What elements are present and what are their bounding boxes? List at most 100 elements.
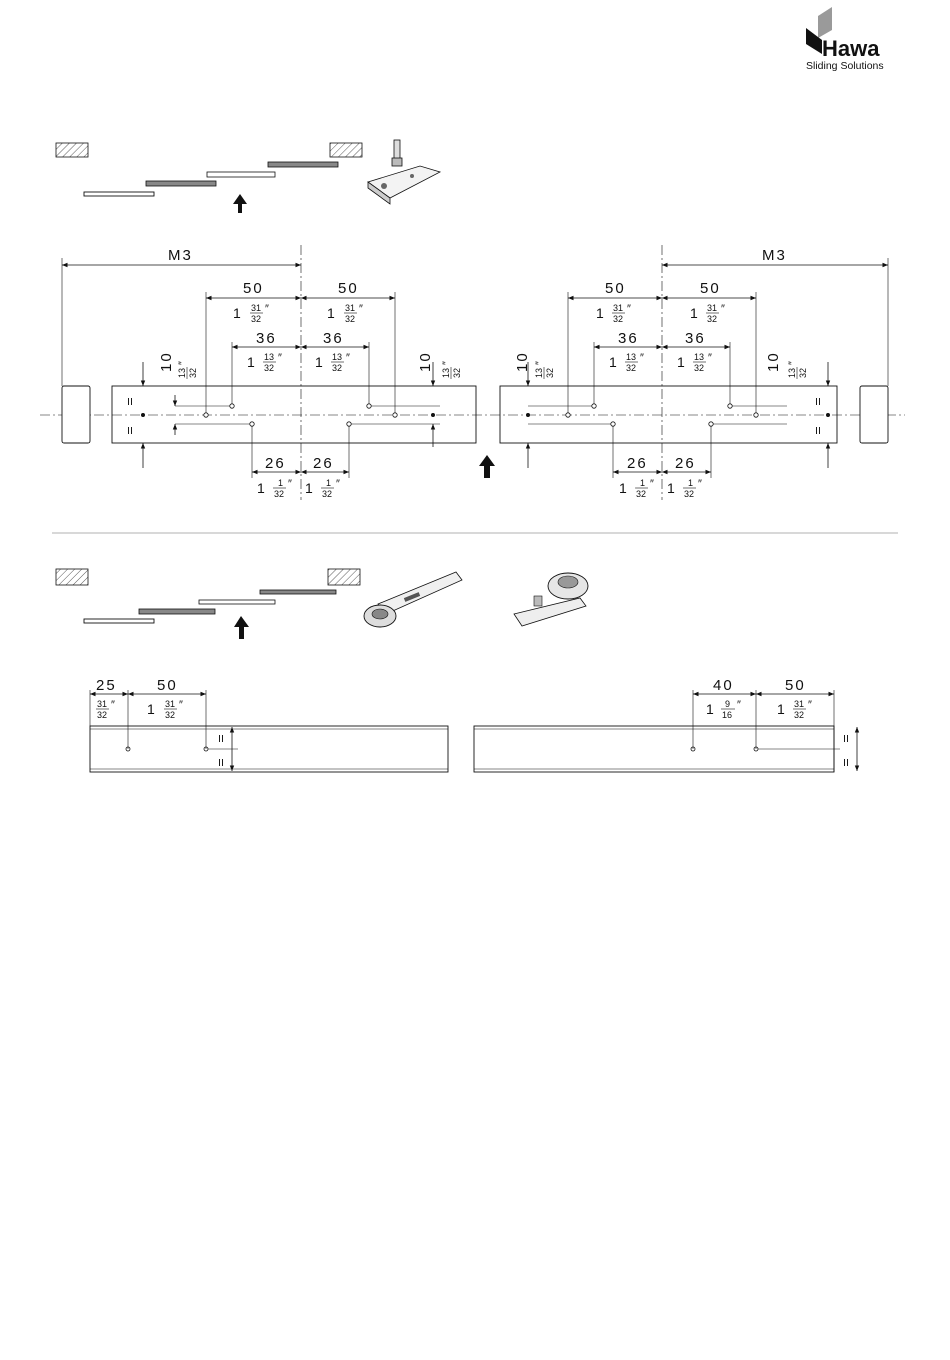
fixed-panel (84, 619, 154, 623)
svg-text:32: 32 (613, 314, 623, 324)
hole (250, 422, 254, 426)
wall-block-right (328, 569, 360, 585)
svg-text:″: ″ (534, 361, 546, 365)
equal-mark: II (815, 397, 821, 408)
svg-text:″: ″ (359, 303, 363, 315)
svg-text:32: 32 (345, 314, 355, 324)
svg-text:1: 1 (247, 354, 255, 370)
wall-block-right (330, 143, 362, 157)
hole (431, 413, 435, 417)
hole (728, 404, 732, 408)
svg-text:″: ″ (721, 303, 725, 315)
svg-text:13: 13 (441, 368, 451, 378)
svg-text:1: 1 (777, 701, 785, 717)
sliding-panel-3 (260, 590, 336, 594)
svg-text:32: 32 (165, 710, 175, 720)
inch-26-a: 1 1 32 ″ (257, 478, 292, 499)
dim-26-b: 26 (313, 455, 334, 472)
dim-50-b: 50 (338, 280, 359, 297)
dim-50-left: 50 (157, 677, 178, 694)
svg-text:31: 31 (97, 699, 107, 709)
door-stack-diagram-1 (56, 143, 362, 213)
direction-arrow-icon (234, 616, 249, 639)
svg-text:31: 31 (165, 699, 175, 709)
hole (526, 413, 530, 417)
svg-text:13: 13 (264, 352, 274, 362)
svg-text:13: 13 (332, 352, 342, 362)
svg-text:13: 13 (787, 368, 797, 378)
inch-26-c: 1 1 32 ″ (619, 478, 654, 499)
svg-text:1: 1 (147, 701, 155, 717)
inch-10-d: 13 32 ″ (787, 361, 808, 379)
equal-mark: II (843, 758, 849, 769)
roller-carriage-icon (364, 572, 462, 627)
svg-text:1: 1 (326, 478, 331, 488)
brand-logo: Hawa Sliding Solutions (806, 7, 884, 72)
svg-text:1: 1 (596, 305, 604, 321)
svg-text:1: 1 (315, 354, 323, 370)
svg-text:32: 32 (251, 314, 261, 324)
svg-text:32: 32 (794, 710, 804, 720)
door-panel-left (112, 386, 476, 443)
svg-text:1: 1 (667, 480, 675, 496)
inch-10-c: 13 32 ″ (534, 361, 555, 379)
inch-36-d: 1 13 32 ″ (677, 352, 712, 373)
inch-26-d: 1 1 32 ″ (667, 478, 702, 499)
inch-50-right: 1 31 32 ″ (777, 699, 812, 720)
hole (709, 422, 713, 426)
hole (826, 413, 830, 417)
dim-m3-left: M3 (168, 247, 193, 264)
svg-text:″: ″ (627, 303, 631, 315)
svg-text:32: 32 (684, 489, 694, 499)
svg-text:32: 32 (798, 368, 808, 378)
svg-text:1: 1 (619, 480, 627, 496)
dim-36-c: 36 (618, 330, 639, 347)
svg-text:″: ″ (787, 361, 799, 365)
svg-text:1: 1 (688, 478, 693, 488)
inch-50-d: 1 31 32 ″ (690, 303, 725, 324)
svg-text:″: ″ (650, 478, 654, 490)
svg-text:1: 1 (706, 701, 714, 717)
svg-text:″: ″ (179, 699, 183, 711)
dim-50-right: 50 (785, 677, 806, 694)
inch-10-a: 13 32 ″ (177, 361, 198, 379)
inch-36-a: 1 13 32 ″ (247, 352, 282, 373)
hole (592, 404, 596, 408)
dim-26-d: 26 (675, 455, 696, 472)
svg-text:32: 32 (322, 489, 332, 499)
dim-36-a: 36 (256, 330, 277, 347)
svg-text:1: 1 (677, 354, 685, 370)
dim-36-d: 36 (685, 330, 706, 347)
svg-text:31: 31 (251, 303, 261, 313)
svg-text:32: 32 (264, 363, 274, 373)
dim-10-a: 10 (158, 351, 175, 372)
dim-25: 25 (96, 677, 117, 694)
svg-text:13: 13 (694, 352, 704, 362)
dim-m3-right: M3 (762, 247, 787, 264)
wall-block-left (56, 569, 88, 585)
sliding-panel-2 (207, 172, 275, 177)
logo-mark-icon (818, 7, 832, 38)
door-panel-right (500, 386, 837, 443)
svg-text:″: ″ (708, 352, 712, 364)
sliding-panel-3 (268, 162, 338, 167)
inch-50-b: 1 31 32 ″ (327, 303, 363, 324)
svg-text:31: 31 (613, 303, 623, 313)
dim-50-a: 50 (243, 280, 264, 297)
brand-name: Hawa (822, 36, 880, 61)
inch-36-b: 1 13 32 ″ (315, 352, 350, 373)
equal-mark: II (127, 426, 133, 437)
equal-mark: II (815, 426, 821, 437)
svg-text:32: 32 (707, 314, 717, 324)
svg-text:9: 9 (725, 699, 730, 709)
svg-text:32: 32 (188, 368, 198, 378)
svg-text:32: 32 (97, 710, 107, 720)
svg-text:″: ″ (441, 361, 453, 365)
svg-text:″: ″ (278, 352, 282, 364)
inch-26-b: 1 1 32 ″ (305, 478, 340, 499)
svg-text:1: 1 (257, 480, 265, 496)
svg-text:″: ″ (640, 352, 644, 364)
svg-text:″: ″ (698, 478, 702, 490)
svg-text:″: ″ (336, 478, 340, 490)
